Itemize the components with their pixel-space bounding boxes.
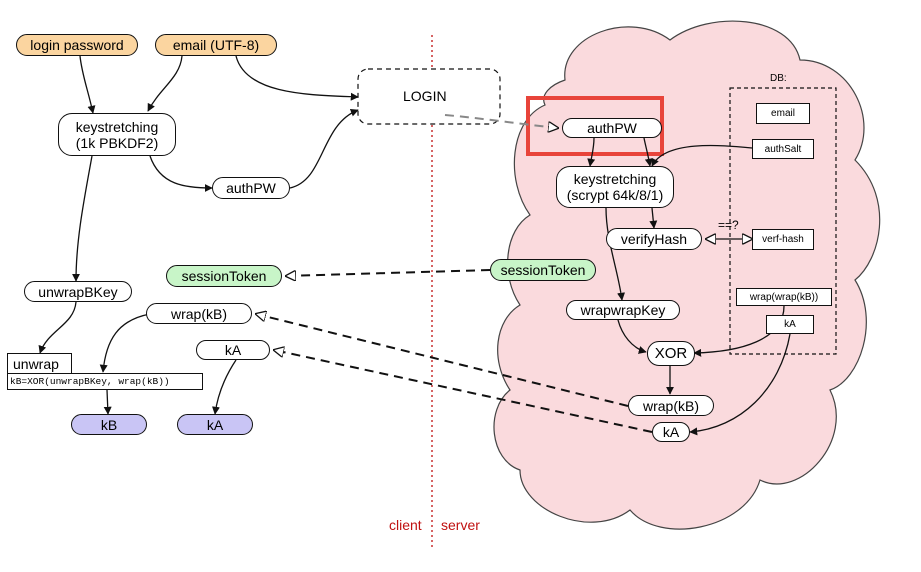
- login-password-label: login password: [30, 37, 124, 53]
- kb-result-node: kB: [71, 414, 147, 435]
- unwrap-formula: kB=XOR(unwrapBKey, wrap(kB)): [10, 376, 170, 387]
- client-authpw-node: authPW: [212, 177, 290, 199]
- server-wrap-kb-label: wrap(kB): [642, 397, 699, 414]
- db-verf-hash-field: verf-hash: [752, 229, 814, 250]
- login-password-node: login password: [16, 34, 138, 56]
- edge-unwrapbkey-to-unwrap: [38, 301, 77, 354]
- ka-result-node: kA: [177, 414, 253, 435]
- unwrap-formula-box: kB=XOR(unwrapBKey, wrap(kB)): [7, 373, 203, 390]
- edge-ka-transfer: [274, 350, 653, 433]
- edge-wrapkb-to-unwrap: [99, 313, 151, 373]
- db-ka-field: kA: [766, 315, 814, 334]
- db-wrap-wrap-kb-field: wrap(wrap(kB)): [736, 288, 832, 306]
- client-side-label: client: [389, 517, 422, 533]
- email-label: email (UTF-8): [172, 37, 260, 53]
- wrapwrap-key-node: wrapwrapKey: [566, 300, 680, 320]
- server-keystretching-line2: (scrypt 64k/8/1): [566, 187, 664, 203]
- unwrap-title: unwrap: [13, 355, 59, 372]
- edge-email-to-keystretch: [147, 55, 183, 112]
- verify-hash-node: verifyHash: [606, 228, 702, 250]
- edge-password-to-keystretch: [79, 55, 96, 114]
- edge-scrypt-to-wrapwrapkey: [605, 207, 626, 301]
- server-side-label: server: [441, 517, 480, 533]
- unwrap-title-box: unwrap: [7, 353, 72, 373]
- edge-keystretch-to-authpw: [149, 155, 213, 192]
- email-node: email (UTF-8): [155, 34, 277, 56]
- server-keystretching-line1: keystretching: [573, 171, 657, 187]
- edge-scrypt-to-verifyhash: [649, 207, 658, 229]
- db-verf-hash-label: verf-hash: [762, 234, 804, 245]
- edge-unwrap-to-kb: [103, 389, 112, 415]
- client-authpw-label: authPW: [226, 180, 276, 196]
- server-ka-node: kA: [652, 422, 690, 442]
- db-title: DB:: [770, 73, 787, 84]
- client-keystretching-line1: keystretching: [75, 118, 159, 135]
- edge-wrapwrapkey-to-xor: [617, 319, 647, 354]
- wrapwrap-key-label: wrapwrapKey: [580, 302, 666, 318]
- edge-authsalt-to-scrypt: [651, 144, 753, 167]
- client-ka-node: kA: [196, 340, 270, 360]
- ka-result-label: kA: [206, 416, 224, 433]
- edge-ka-to-ka-result: [212, 359, 237, 415]
- server-authpw-label: authPW: [587, 120, 637, 136]
- xor-node: XOR: [647, 341, 695, 366]
- db-ka-label: kA: [784, 319, 796, 330]
- unwrap-bkey-node: unwrapBKey: [24, 281, 132, 302]
- client-session-token-node: sessionToken: [166, 265, 282, 287]
- client-wrap-kb-label: wrap(kB): [170, 305, 227, 322]
- edge-authpw-to-login: [289, 108, 359, 189]
- kb-result-label: kB: [100, 416, 118, 433]
- db-auth-salt-label: authSalt: [764, 143, 802, 155]
- compare-label: ==?: [718, 218, 739, 232]
- db-box: [729, 87, 837, 355]
- server-keystretching-node: keystretching (scrypt 64k/8/1): [556, 166, 674, 208]
- login-label: LOGIN: [403, 88, 447, 104]
- server-ka-label: kA: [662, 424, 680, 440]
- edge-dbka-to-ka: [689, 333, 791, 436]
- edge-authpw-to-scrypt-b: [643, 137, 653, 167]
- xor-label: XOR: [654, 344, 688, 362]
- client-keystretching-line2: (1k PBKDF2): [75, 134, 159, 151]
- client-wrap-kb-node: wrap(kB): [146, 303, 252, 324]
- edge-keystretch-to-unwrapbkey: [72, 155, 93, 282]
- unwrap-bkey-label: unwrapBKey: [38, 283, 118, 300]
- client-session-token-label: sessionToken: [181, 268, 267, 284]
- server-authpw-node: authPW: [562, 118, 662, 138]
- edge-authpw-to-scrypt-a: [587, 137, 596, 167]
- client-ka-label: kA: [224, 342, 242, 358]
- db-email-label: email: [771, 108, 795, 119]
- server-session-token-node: sessionToken: [490, 259, 596, 281]
- db-auth-salt-field: authSalt: [752, 139, 814, 159]
- edge-wrapkb-transfer: [256, 314, 629, 407]
- server-session-token-label: sessionToken: [500, 262, 586, 278]
- highlight-box: [526, 96, 664, 156]
- verify-hash-label: verifyHash: [620, 231, 688, 247]
- edge-session-token-transfer: [286, 269, 491, 276]
- edge-email-to-login: [235, 55, 359, 101]
- server-wrap-kb-node: wrap(kB): [628, 395, 714, 416]
- db-wrap-wrap-kb-label: wrap(wrap(kB)): [749, 291, 819, 303]
- client-keystretching-node: keystretching (1k PBKDF2): [58, 113, 176, 156]
- db-email-field: email: [756, 103, 810, 124]
